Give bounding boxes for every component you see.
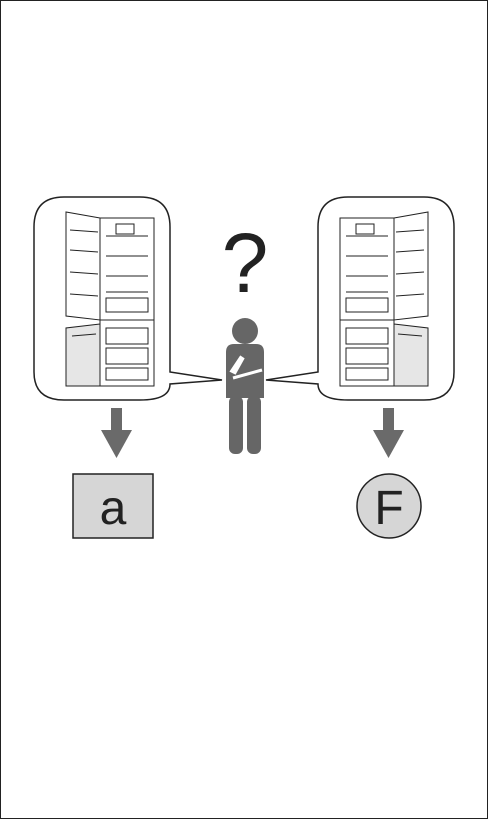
left-fridge-icon: [65, 211, 155, 387]
right-fridge-icon: [339, 211, 429, 387]
left-result-box: a: [72, 473, 154, 539]
thinking-person-icon: [226, 318, 264, 454]
left-down-arrow: [101, 408, 132, 458]
right-result-label: F: [374, 482, 403, 535]
left-result-label: a: [100, 482, 127, 535]
question-mark: ?: [222, 216, 269, 310]
right-result-circle: F: [356, 473, 422, 539]
right-down-arrow: [373, 408, 404, 458]
